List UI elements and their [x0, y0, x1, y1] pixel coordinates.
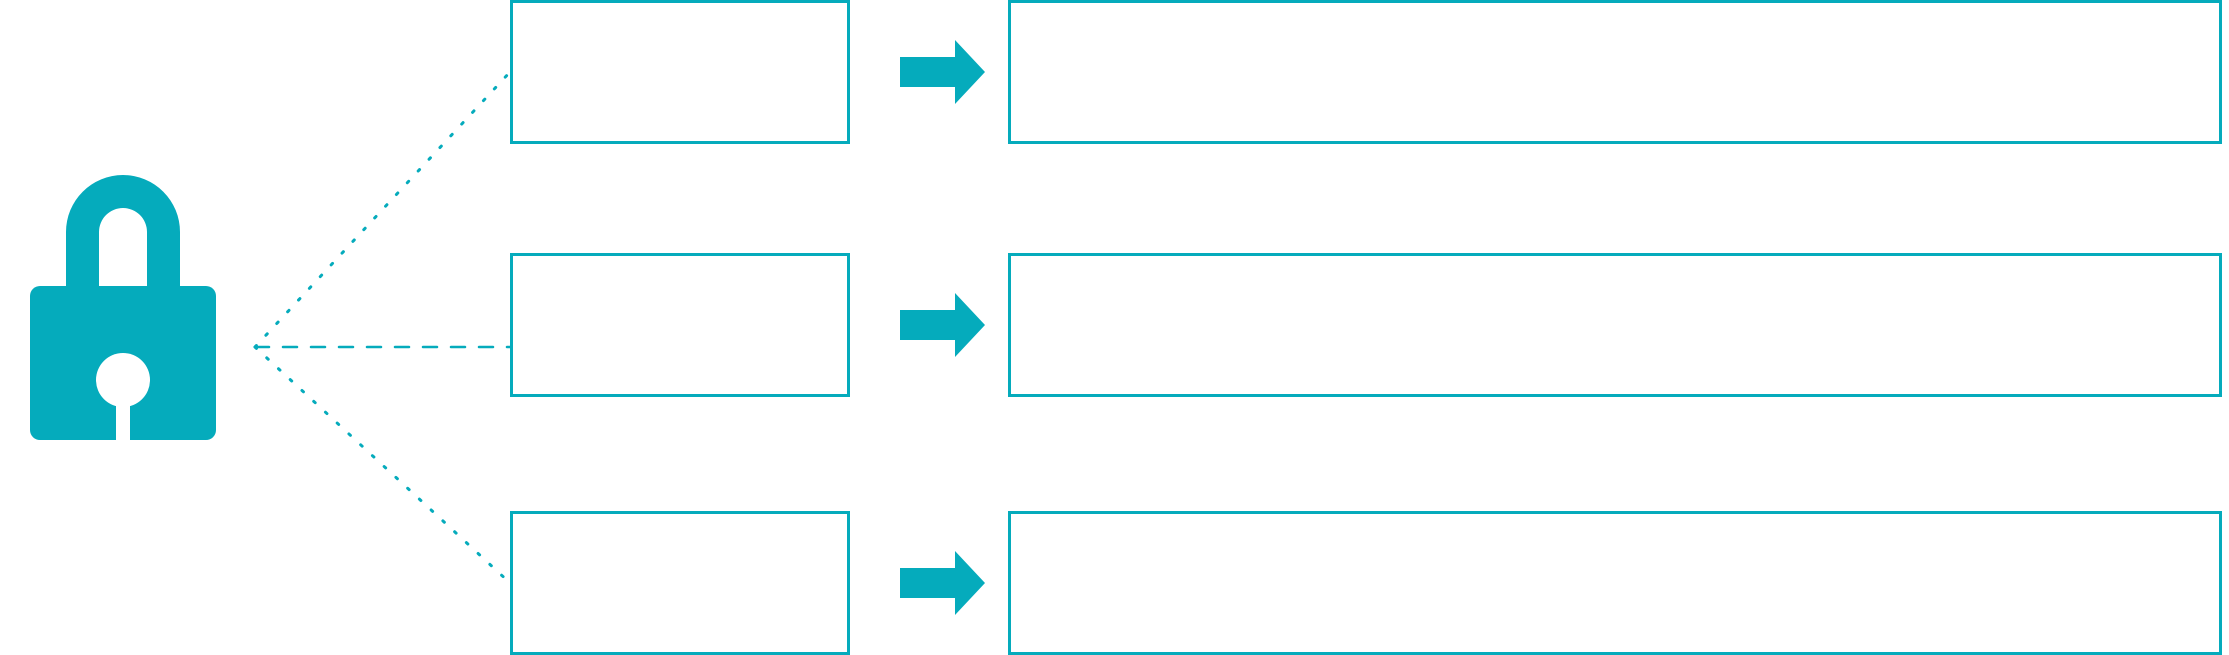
row-detail-box-2[interactable]: [1008, 253, 2222, 397]
row-detail-box-3[interactable]: [1008, 511, 2222, 655]
arrow-right-icon-row-3: [900, 551, 985, 615]
lock-icon: [30, 175, 216, 442]
row-label-box-1[interactable]: [510, 0, 850, 144]
arrow-right-icon-row-1: [900, 40, 985, 104]
connector-top: [253, 70, 512, 349]
row-detail-box-1[interactable]: [1008, 0, 2222, 144]
row-label-box-2[interactable]: [510, 253, 850, 397]
connector-bottom: [253, 345, 512, 585]
arrow-right-icon-row-2: [900, 293, 985, 357]
connector-lines: [253, 70, 512, 585]
row-label-box-3[interactable]: [510, 511, 850, 655]
row-arrows: [900, 40, 985, 615]
